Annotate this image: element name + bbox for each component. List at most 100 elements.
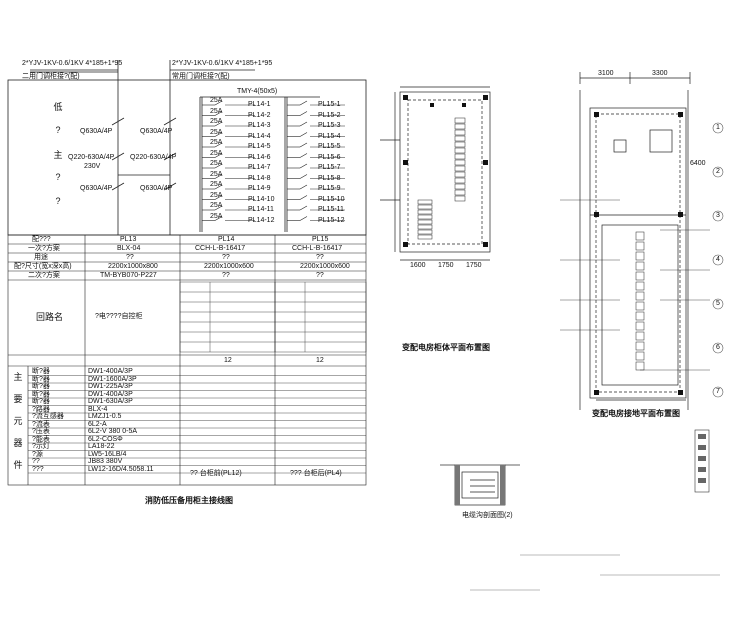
count-cell: 12 [316,357,324,364]
cabinet-unit [454,165,466,172]
count-cell: 12 [224,357,232,364]
cabinet-unit [454,195,466,202]
caption-grounding-plan: 变配电房接地平面布置图 [592,409,680,418]
branch-id: PL14-1 [248,101,271,108]
branch-switch [214,174,223,179]
component-name: ?能表 [32,435,50,443]
table-cell: 2200x1000x600 [300,263,350,270]
branch-id: PL15-4 [318,132,341,140]
cabinet-unit [454,171,466,178]
dimension-label: 3100 [598,70,614,77]
branch-rating: 25A [210,97,223,104]
branch-switch [214,142,223,148]
dimension-label: 6400 [690,160,706,167]
branch-switch [299,195,308,200]
branch-id: PL14-7 [248,164,271,171]
branch-switch [299,100,308,106]
branch-switch [214,216,223,221]
branch-switch [299,132,308,137]
cabinet-unit [417,219,433,225]
feeder-right-note: 常用门调柜接?(配) [172,73,230,80]
branch-id: PL14-6 [248,153,271,161]
axis-label: 3 [716,212,720,219]
axis-circle [712,122,724,134]
cabinet-unit [417,234,433,240]
axis-label: 1 [716,124,720,131]
table-row-label: 配?尺寸(宽x深x高) [14,263,72,270]
component-name: 断?器 [32,375,50,383]
branch-switch [299,174,308,179]
branch-id: PL15-8 [318,174,341,182]
axis-circle [712,166,724,178]
cabinet-unit [454,153,466,160]
cabinet-unit [454,183,466,190]
axis-label: 2 [716,168,720,175]
branch-id: PL15-6 [318,153,341,161]
side-char: ? [55,125,61,135]
branch-switch [214,100,223,106]
branch-switch [299,184,308,190]
section-char: 元 [13,416,23,426]
branch-switch [299,153,308,158]
branch-id: PL14-12 [248,216,275,224]
cabinet-unit [417,209,433,215]
ground-cabinet [635,281,645,291]
axis-label: 5 [716,300,720,307]
component-name: ?? [32,458,40,465]
component-name: 断?器 [32,368,50,375]
breaker-label: Q220-630A/4P [68,154,115,161]
branch-rating: 25A [210,107,223,115]
axis-circle [712,342,724,354]
cabinet-unit [417,214,433,220]
branch-id: PL14-5 [248,143,271,150]
branch-rating: 25A [210,128,223,136]
table-cell: PL15 [312,236,329,243]
table-cell: BLX-04 [117,245,141,252]
table-cell: ?? [316,272,324,279]
ground-cabinet [635,331,645,341]
feeder-left-note: 二用门调柜接?(配) [22,73,80,80]
component-model: JB83 380V [88,458,123,465]
side-char: ? [55,172,61,182]
component-name: 断?器 [32,398,50,405]
cabinet-unit [454,129,466,136]
branch-switch [214,163,223,169]
branch-rating: 25A [210,202,223,209]
component-model: DW1-225A/3P [88,383,133,390]
branch-id: PL15-9 [318,185,341,192]
branch-id: PL14-2 [248,111,271,119]
ground-cabinet [635,341,645,351]
branch-rating: 25A [210,212,223,220]
table-row-label: 配??? [32,236,51,243]
branch-switch [214,184,223,190]
component-name: 断?器 [32,383,50,390]
axis-label: 6 [716,344,720,351]
component-name: ?压表 [32,428,50,435]
table-note: ??? 台柜后(PL4) [290,470,342,477]
bus-label: TMY-4(50x5) [237,88,278,95]
cabinet-unit [454,177,466,184]
caption-section: 电缆沟剖面图(2) [462,512,513,519]
branch-id: PL15-3 [318,122,341,129]
component-model: DW1-400A/3P [88,390,133,398]
dimension-label: 3300 [652,70,668,77]
section-char: 主 [13,372,23,382]
component-model: 6L2-COSΦ [88,435,123,443]
cabinet-unit [454,141,466,148]
table-cell: ?? [222,254,230,261]
ground-cabinet [635,291,645,301]
branch-id: PL14-9 [248,185,271,192]
branch-rating: 25A [210,118,223,125]
cabinet-unit [417,224,433,230]
table-row-label: 用途 [34,254,48,261]
component-model: BLX-4 [88,405,108,413]
branch-id: PL15-2 [318,111,341,119]
table-cell: 2200x1000x600 [204,263,254,270]
component-name: ?源 [32,450,43,458]
component-name: ?示灯 [32,443,50,450]
ground-cabinet [635,311,645,321]
branch-rating: 25A [210,139,223,146]
branch-switch [299,142,308,148]
breaker-label: Q630A/4P [140,185,173,192]
branch-id: PL15-1 [318,101,341,108]
